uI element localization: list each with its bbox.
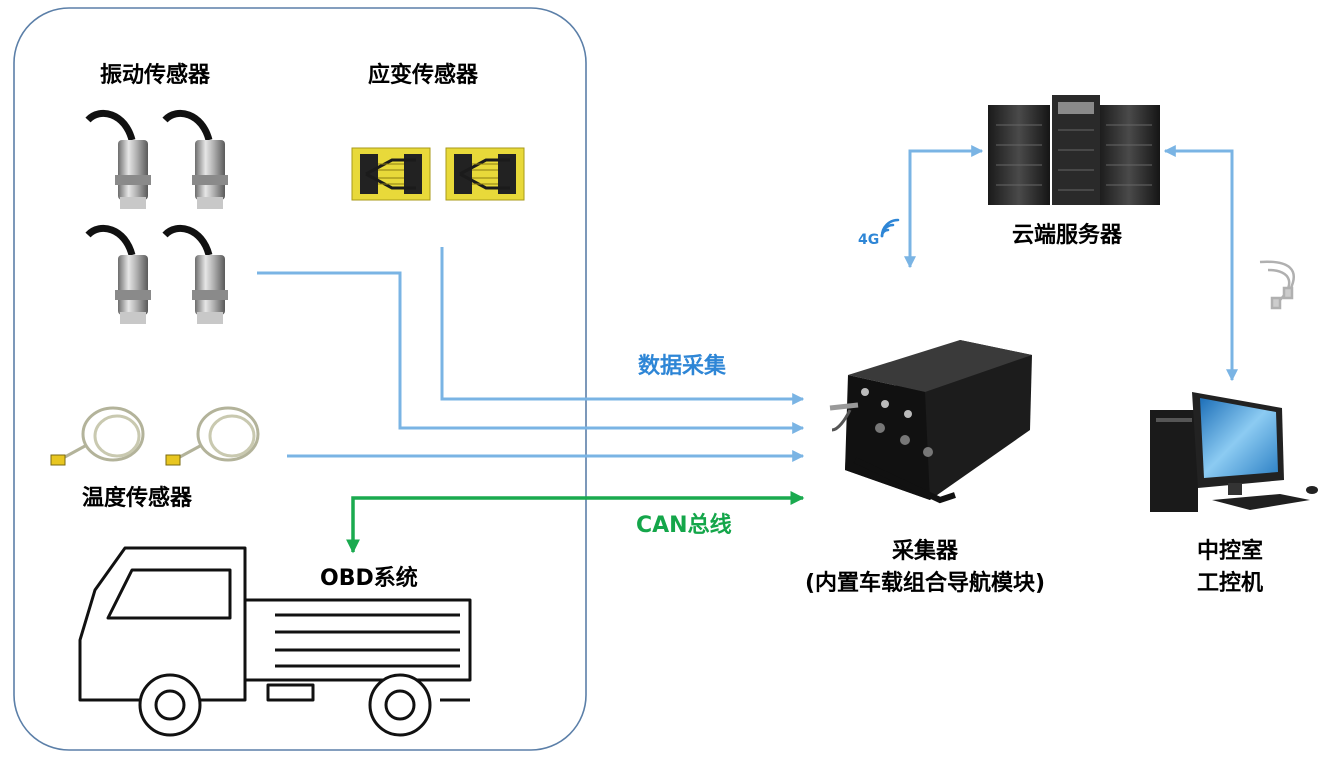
collector-title: 采集器 [891,539,958,564]
can-bus-line [346,491,805,554]
vibration-sensor-icon [85,224,151,324]
vibration-sensor-icon [85,109,151,209]
temperature-sensor-label: 温度传感器 [82,486,193,511]
strain-sensor-label: 应变传感器 [368,63,479,88]
collector-subtitle: (内置车载组合导航模块) [804,571,1046,596]
vibration-sensor-icon [162,224,228,324]
data-lines [257,145,1238,462]
strain-gauge-icons [351,147,525,201]
strain-gauge-icon [351,147,431,201]
wired-link-line [1163,145,1238,382]
network-cable-icon [1259,260,1295,310]
4g-link-line [904,145,984,269]
can-bus-label: CAN总线 [636,513,732,538]
temperature-sensor-icon [165,406,260,466]
temperature-sensor-icons [50,406,260,466]
network-4g-badge: 4G [858,232,880,248]
vehicle-frame [13,7,587,751]
control-room-label: 中控室 [1196,539,1263,564]
server-rack-icons [988,95,1160,205]
truck-icon [78,546,472,737]
obd-system-label: OBD系统 [320,566,418,591]
vibration-sensor-icon [162,109,228,209]
temperature-sensor-icon [50,406,145,466]
cloud-server-label: 云端服务器 [1012,223,1123,248]
strain-gauge-icon [445,147,525,201]
signal-waves-icon [880,218,900,238]
collector-device-icon [829,340,1032,504]
industrial-pc-label: 工控机 [1196,571,1263,596]
vibration-sensor-icons [85,109,228,324]
industrial-pc-icon [1150,392,1318,512]
data-collection-label: 数据采集 [638,354,727,379]
strain-data-line [440,247,805,405]
vibration-sensor-label: 振动传感器 [100,63,211,88]
vibration-data-line [257,271,805,434]
